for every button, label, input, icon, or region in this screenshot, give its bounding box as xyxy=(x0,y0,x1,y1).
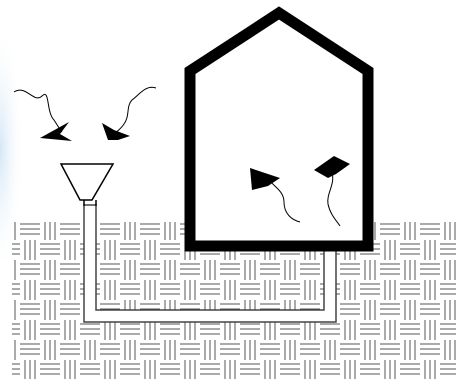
incoming-air-arrow-left xyxy=(13,89,63,133)
indoor-air-arrow-left xyxy=(265,175,301,223)
indoor-air-arrow-right xyxy=(327,167,341,227)
incoming-air-arrow-right xyxy=(113,86,157,135)
indoor-air-arrow-left-head xyxy=(250,168,280,190)
house xyxy=(184,6,374,252)
indoor-air-arrow-right-head xyxy=(314,156,350,178)
incoming-air-arrow-right-head xyxy=(102,123,130,140)
incoming-air-arrow-left-head xyxy=(40,122,72,141)
funnel-intake xyxy=(59,163,115,201)
